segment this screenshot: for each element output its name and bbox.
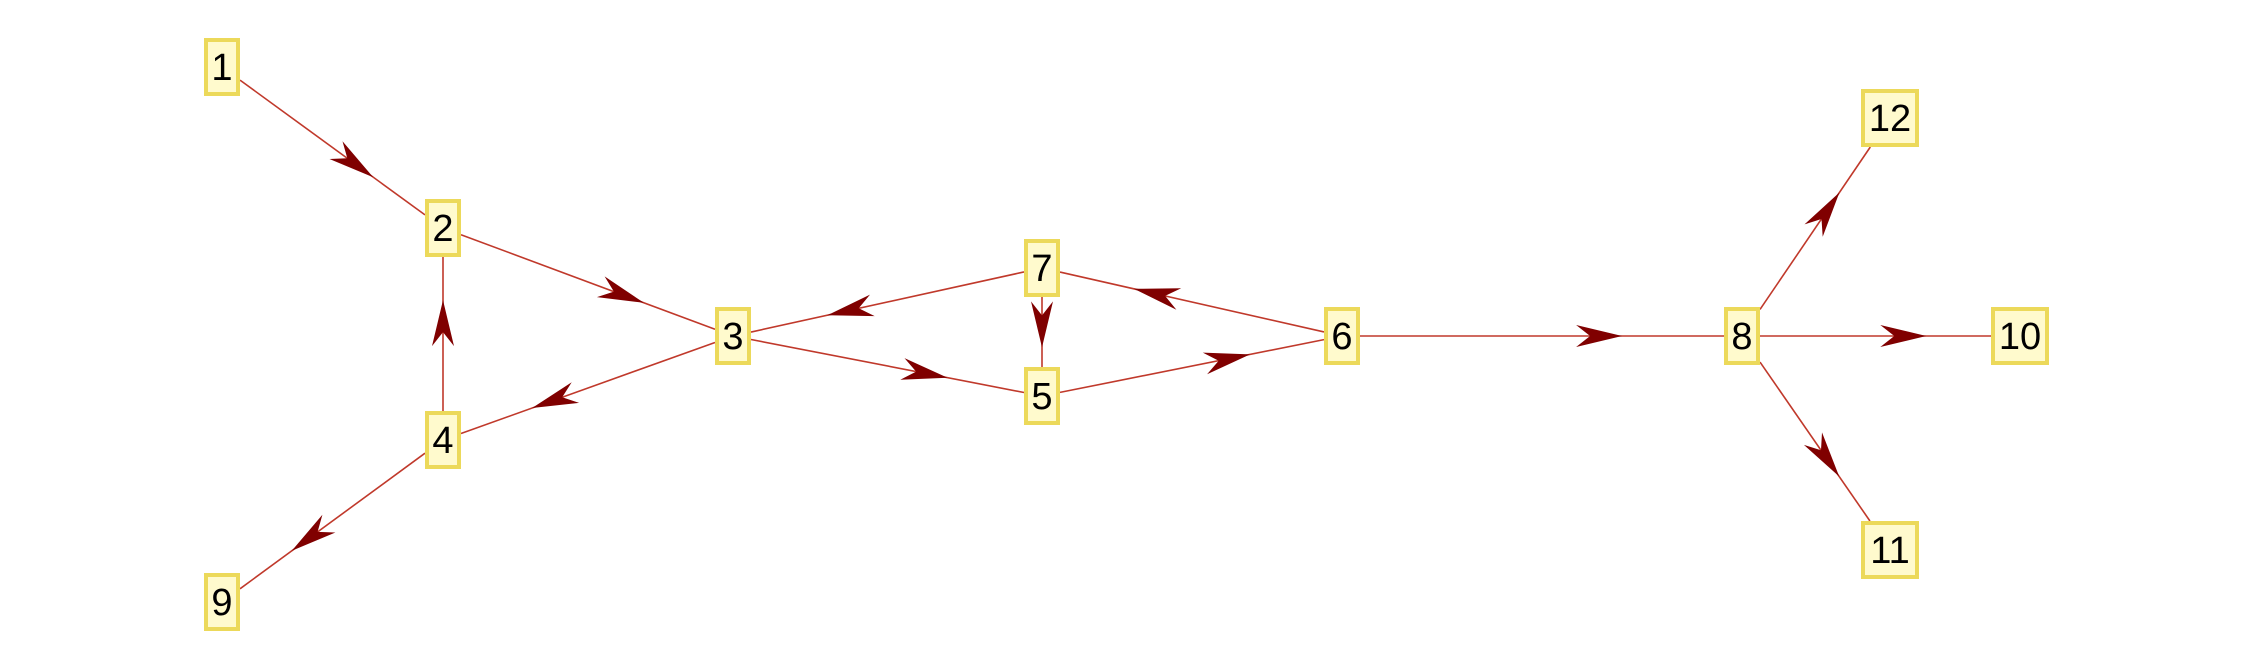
- node-3[interactable]: 3: [715, 307, 751, 365]
- edge-6-to-7: [1059, 271, 1325, 333]
- node-label: 9: [211, 582, 232, 624]
- node-label: 11: [1870, 530, 1909, 572]
- node-box: [1324, 307, 1360, 365]
- node-label: 10: [1999, 316, 2041, 358]
- arrowhead-7-to-5: [1031, 301, 1053, 348]
- edge-4-to-9: [239, 452, 426, 590]
- edge-3-to-5: [750, 338, 1025, 394]
- node-6[interactable]: 6: [1324, 307, 1360, 365]
- edge-2-to-3: [460, 233, 716, 331]
- arrowhead-3-to-4: [532, 382, 580, 408]
- node-box: [1991, 307, 2049, 365]
- arrowhead-7-to-3: [827, 294, 875, 317]
- edges-layer: [239, 79, 1991, 590]
- node-label: 4: [432, 420, 453, 462]
- node-5[interactable]: 5: [1024, 367, 1060, 425]
- node-10[interactable]: 10: [1991, 307, 2049, 365]
- node-label: 8: [1731, 316, 1752, 358]
- node-label: 3: [722, 316, 743, 358]
- arrowhead-5-to-6: [1202, 352, 1251, 375]
- node-2[interactable]: 2: [425, 199, 461, 257]
- node-12[interactable]: 12: [1861, 89, 1919, 147]
- edge-5-to-6: [1059, 338, 1325, 394]
- arrowhead-4-to-9: [291, 514, 336, 551]
- arrowhead-1-to-2: [329, 141, 374, 178]
- node-box: [1861, 89, 1919, 147]
- node-label: 2: [432, 208, 453, 250]
- arrowhead-8-to-10: [1880, 325, 1927, 347]
- arrowhead-4-to-2: [432, 300, 454, 347]
- node-11[interactable]: 11: [1861, 521, 1919, 579]
- arrowhead-8-to-11: [1803, 432, 1840, 477]
- arrowhead-6-to-7: [1133, 288, 1182, 310]
- node-7[interactable]: 7: [1024, 239, 1060, 297]
- edge-8-to-11: [1759, 361, 1871, 522]
- node-label: 7: [1031, 248, 1052, 290]
- edge-1-to-2: [239, 79, 426, 216]
- node-box: [425, 199, 461, 257]
- node-box: [1724, 307, 1760, 365]
- node-box: [1024, 367, 1060, 425]
- node-8[interactable]: 8: [1724, 307, 1760, 365]
- node-label: 1: [211, 47, 232, 89]
- edge-7-to-3: [750, 271, 1025, 333]
- node-box: [1861, 521, 1919, 579]
- arrowhead-3-to-5: [900, 358, 948, 380]
- node-1[interactable]: 1: [204, 38, 240, 96]
- node-box: [204, 573, 240, 631]
- arrowhead-6-to-8: [1576, 325, 1623, 347]
- node-label: 6: [1331, 316, 1352, 358]
- node-9[interactable]: 9: [204, 573, 240, 631]
- node-box: [204, 38, 240, 96]
- node-label: 5: [1031, 376, 1052, 418]
- node-box: [425, 411, 461, 469]
- edge-8-to-12: [1759, 146, 1871, 310]
- node-box: [1024, 239, 1060, 297]
- node-4[interactable]: 4: [425, 411, 461, 469]
- edge-3-to-4: [460, 341, 716, 435]
- arrowhead-2-to-3: [596, 276, 644, 303]
- node-box: [715, 307, 751, 365]
- arrowhead-8-to-12: [1804, 192, 1840, 237]
- node-label: 12: [1869, 98, 1911, 140]
